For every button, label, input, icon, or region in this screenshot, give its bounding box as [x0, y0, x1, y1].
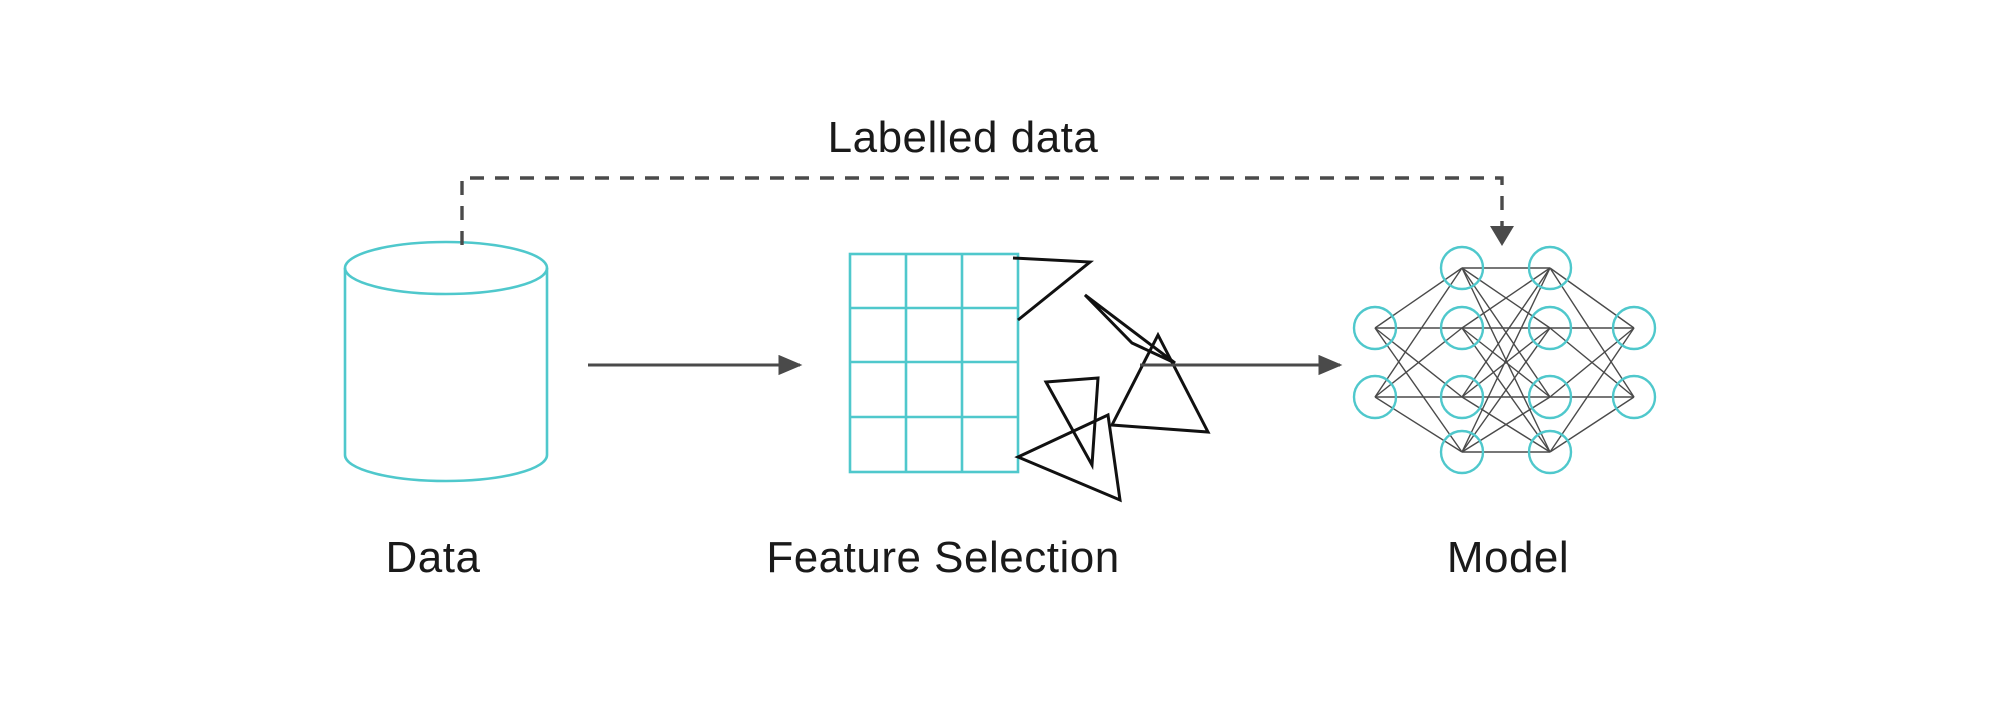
triangle-shape-1: [1012, 256, 1094, 322]
database-cylinder-icon: [343, 240, 549, 483]
network-node: [1352, 305, 1398, 351]
network-node: [1439, 374, 1485, 420]
network-node: [1527, 245, 1573, 291]
triangle-shape-3: [1043, 376, 1100, 471]
network-node: [1439, 245, 1485, 291]
network-node: [1527, 429, 1573, 475]
dashed-arrowhead: [1490, 226, 1514, 246]
cylinder-top-ellipse: [343, 240, 549, 296]
triangle-shape-2: [1083, 293, 1176, 365]
stage-label-data: Data: [386, 533, 481, 582]
stage-label-model: Model: [1447, 533, 1569, 582]
stage-label-feature-selection: Feature Selection: [766, 533, 1119, 582]
network-node: [1527, 374, 1573, 420]
neural-network-icon: [1352, 245, 1657, 475]
triangle-shape-4: [1109, 331, 1211, 434]
network-node: [1439, 305, 1485, 351]
network-node: [1439, 429, 1485, 475]
network-node: [1527, 305, 1573, 351]
network-nodes-group: [1352, 245, 1657, 475]
dashed-feedback-path: [460, 176, 1504, 245]
grid-table-icon: [848, 252, 1020, 474]
triangle-shape-5: [1014, 412, 1122, 503]
labelled-data-feedback-arrow: [460, 176, 1514, 246]
network-node: [1611, 374, 1657, 420]
cylinder-bottom-arc: [343, 454, 549, 483]
network-node: [1611, 305, 1657, 351]
labelled-data-label: Labelled data: [828, 113, 1099, 162]
network-edges-group: [1374, 267, 1635, 453]
feature-triangles-group: [1012, 256, 1211, 503]
network-node: [1352, 374, 1398, 420]
